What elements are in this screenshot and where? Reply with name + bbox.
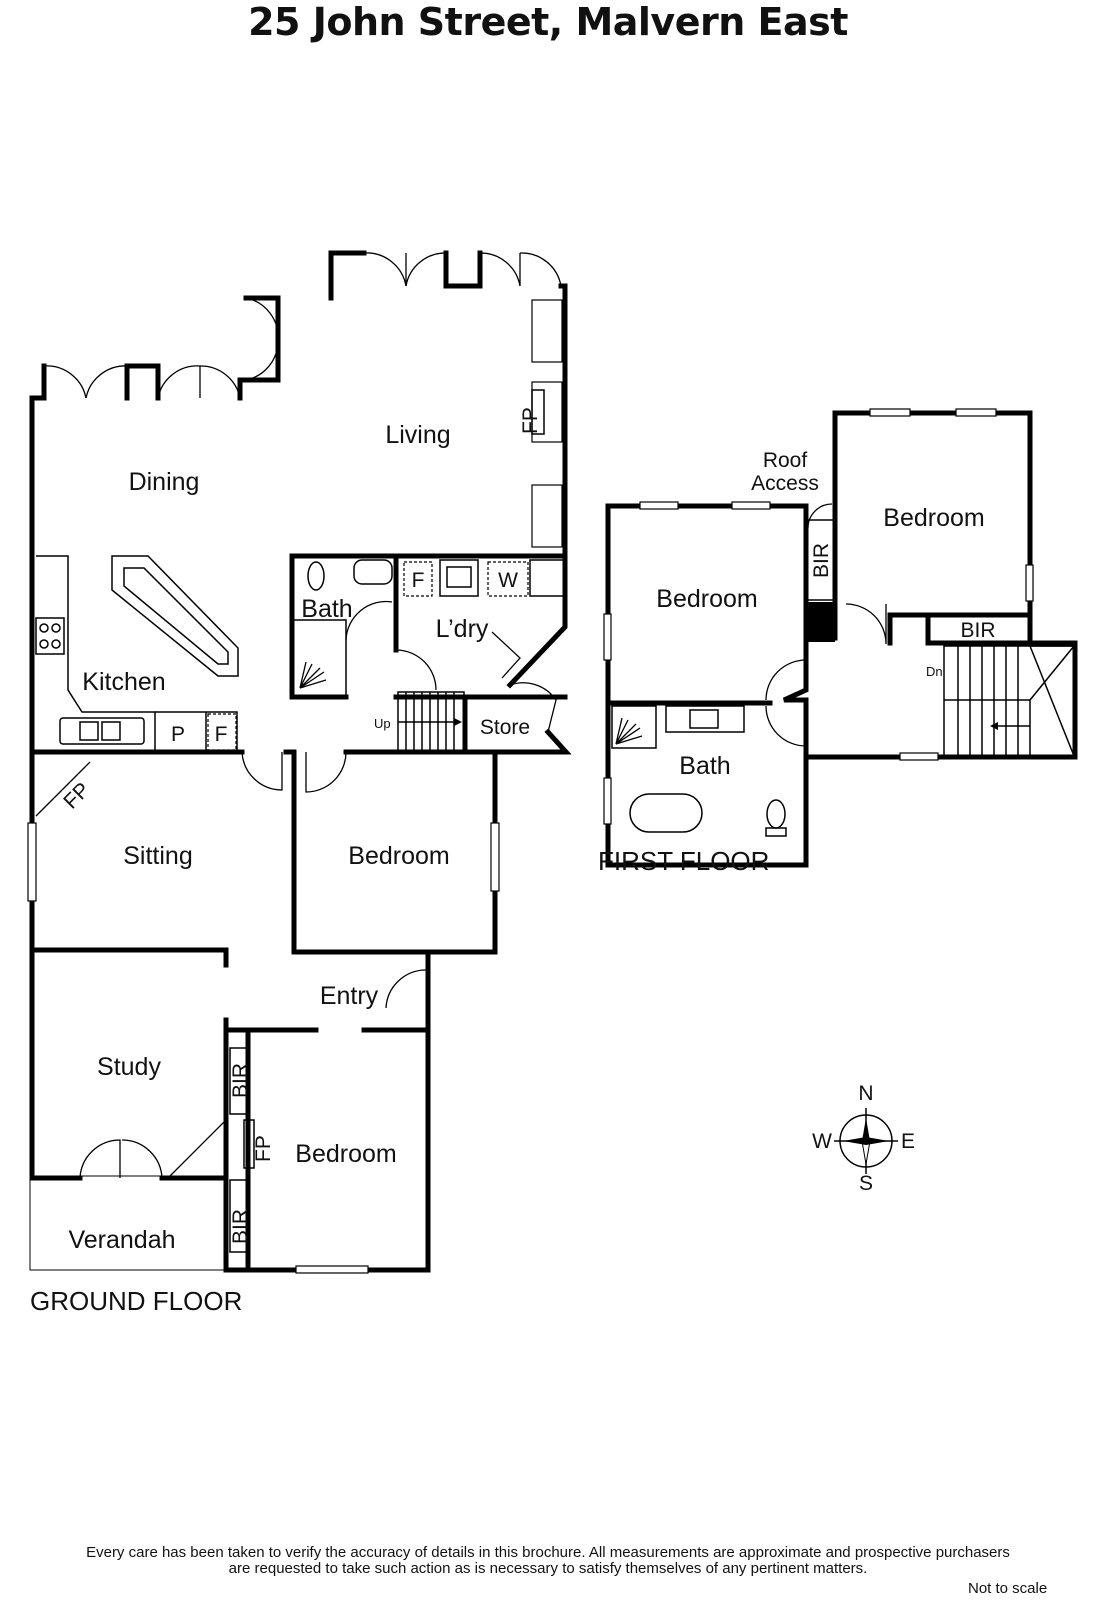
pantry-label: P bbox=[171, 723, 185, 746]
room-labels: Dining Living Kitchen Bath L’dry Store S… bbox=[68, 421, 984, 1254]
first-stairs-treads bbox=[957, 646, 1019, 756]
room-kitchen: Kitchen bbox=[82, 668, 165, 696]
first-floor-fixtures bbox=[611, 645, 1075, 837]
disclaimer-line1: Every care has been taken to verify the … bbox=[86, 1544, 1010, 1561]
washer-label: W bbox=[498, 569, 518, 592]
room-bedroom-first-left: Bedroom bbox=[656, 585, 757, 613]
bir-study-lower-label: BIR bbox=[229, 1209, 252, 1244]
room-entry: Entry bbox=[320, 982, 379, 1010]
room-living: Living bbox=[385, 421, 450, 449]
first-floor-label: FIRST FLOOR bbox=[598, 846, 769, 876]
first-floor-walls bbox=[605, 410, 1078, 868]
fp-bedroom-label: FP bbox=[252, 1135, 275, 1162]
room-laundry: L’dry bbox=[436, 615, 489, 643]
room-bedroom-ground-rear: Bedroom bbox=[295, 1140, 396, 1168]
disclaimer-line2: are requested to take such action as is … bbox=[228, 1560, 868, 1577]
roof-access-line1: Roof bbox=[763, 449, 808, 472]
first-floor-doors bbox=[765, 503, 887, 747]
ground-floor-walls bbox=[29, 250, 572, 1273]
bir-first-horizontal-label: BIR bbox=[960, 619, 995, 642]
fridge-kitchen-label: F bbox=[215, 723, 228, 746]
not-to-scale-note: Not to scale bbox=[968, 1580, 1048, 1597]
room-verandah: Verandah bbox=[68, 1226, 175, 1254]
compass-s: S bbox=[859, 1172, 873, 1195]
ground-floor-label: GROUND FLOOR bbox=[30, 1286, 242, 1316]
floor-labels: GROUND FLOOR FIRST FLOOR bbox=[30, 846, 769, 1316]
room-dining: Dining bbox=[129, 468, 200, 496]
room-bedroom-ground-front: Bedroom bbox=[348, 842, 449, 870]
first-floor-windows bbox=[603, 408, 1034, 825]
room-study: Study bbox=[97, 1053, 161, 1081]
compass-n: N bbox=[858, 1082, 873, 1105]
ground-floor-windows bbox=[27, 299, 563, 1274]
bir-first-vertical-label: BIR bbox=[810, 543, 833, 578]
compass-e: E bbox=[901, 1130, 915, 1153]
roof-access-line2: Access bbox=[751, 472, 819, 495]
fixture-labels: FP FP FP P F F W BIR BIR BIR BIR Up Dn bbox=[59, 407, 995, 1244]
compass: N S W E bbox=[812, 1082, 915, 1195]
room-sitting: Sitting bbox=[123, 842, 192, 870]
fp-sitting-label: FP bbox=[59, 778, 94, 813]
ground-floor-fixtures bbox=[35, 389, 565, 1253]
disclaimer: Every care has been taken to verify the … bbox=[0, 1545, 1096, 1577]
page-title: 25 John Street, Malvern East bbox=[248, 0, 848, 44]
room-bedroom-first-right: Bedroom bbox=[883, 504, 984, 532]
stairs-up-label: Up bbox=[374, 716, 391, 731]
ground-floor-doors bbox=[35, 252, 562, 1179]
room-bath-first: Bath bbox=[679, 752, 730, 780]
fridge-laundry-label: F bbox=[412, 569, 425, 592]
compass-w: W bbox=[812, 1130, 832, 1153]
room-store: Store bbox=[480, 716, 530, 739]
bir-study-upper-label: BIR bbox=[229, 1063, 252, 1098]
stairs-down-label: Dn bbox=[926, 664, 943, 679]
room-bath-ground: Bath bbox=[301, 595, 352, 623]
fp-living-label: FP bbox=[519, 407, 542, 434]
